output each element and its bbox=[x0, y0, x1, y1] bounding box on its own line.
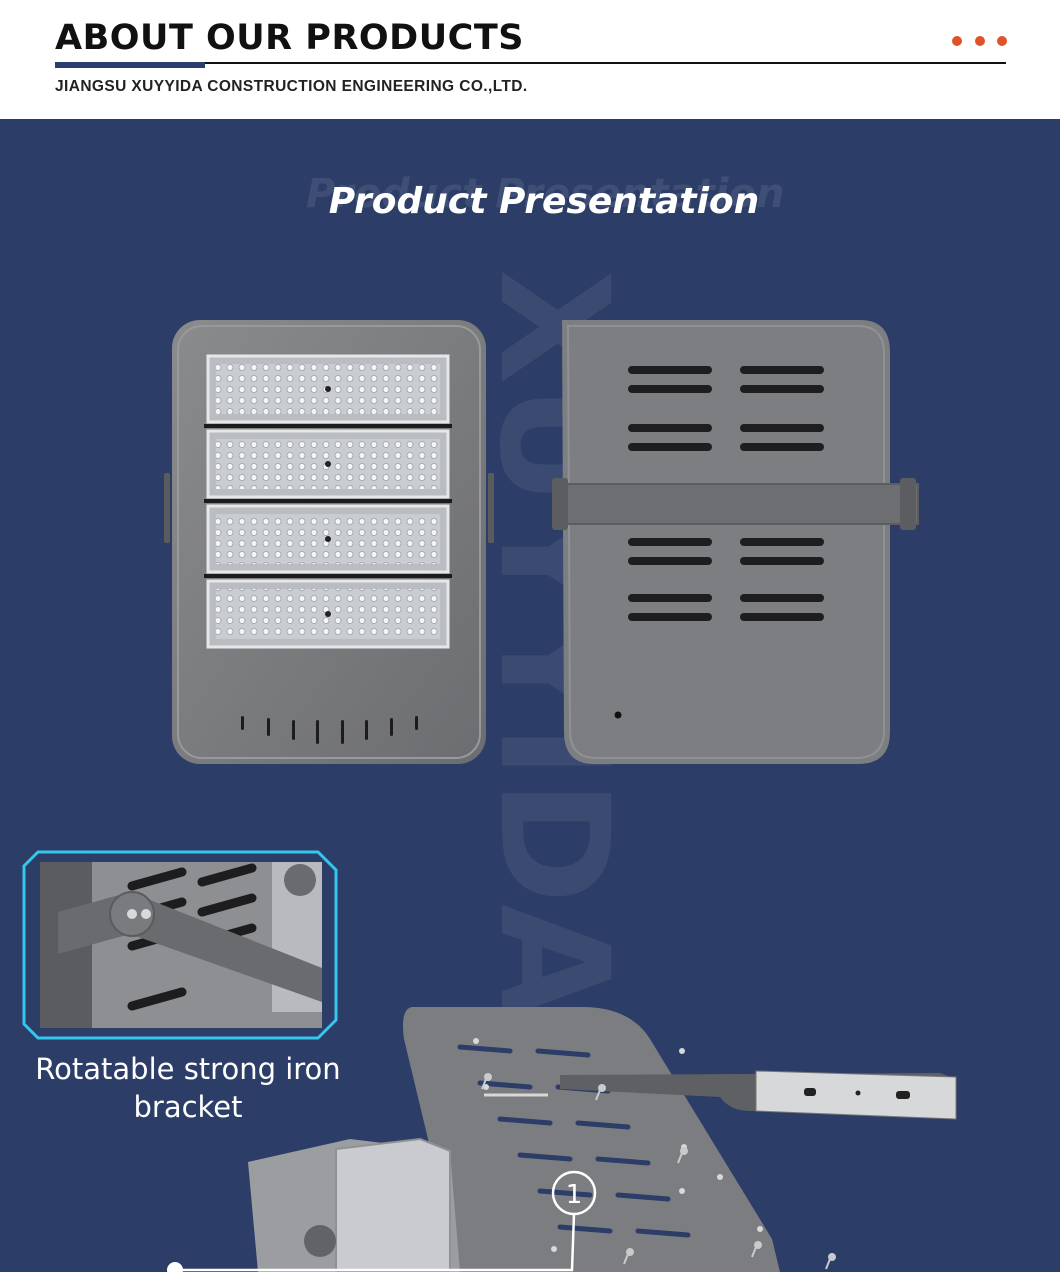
exploded-slots bbox=[457, 1044, 691, 1238]
header-divider bbox=[55, 62, 1006, 64]
led-module-row bbox=[204, 354, 452, 649]
screw-icon bbox=[481, 1073, 836, 1270]
callout-marker: 1 bbox=[167, 1170, 597, 1272]
callout-number: 1 bbox=[566, 1180, 583, 1210]
product-presentation-section: Product Presentation XUYYIDA Product Pre… bbox=[0, 119, 1060, 1272]
page-title: ABOUT OUR PRODUCTS bbox=[55, 18, 524, 58]
bracket-caption: Rotatable strong iron bracket bbox=[35, 1052, 341, 1124]
company-name: JIANGSU XUYYIDA CONSTRUCTION ENGINEERING… bbox=[55, 78, 528, 95]
dot-icon bbox=[997, 36, 1007, 46]
bracket-detail-inset bbox=[22, 850, 338, 1040]
section-title: Product Presentation bbox=[328, 181, 760, 222]
dot-icon bbox=[952, 36, 962, 46]
page-header: ABOUT OUR PRODUCTS JIANGSU XUYYIDA CONST… bbox=[0, 0, 1060, 119]
exploded-view-image: 1 bbox=[167, 1007, 957, 1272]
screw-icon bbox=[473, 1038, 763, 1252]
header-accent-bar bbox=[55, 62, 205, 68]
mounting-bracket bbox=[561, 483, 919, 525]
title-watermark: Product Presentation bbox=[306, 171, 785, 217]
decorative-dots bbox=[952, 36, 1012, 48]
dot-icon bbox=[975, 36, 985, 46]
vent-slots bbox=[241, 716, 418, 744]
floodlight-front-image bbox=[164, 320, 494, 764]
heat-sink-slots bbox=[628, 366, 824, 621]
floodlight-back-image bbox=[552, 320, 919, 764]
